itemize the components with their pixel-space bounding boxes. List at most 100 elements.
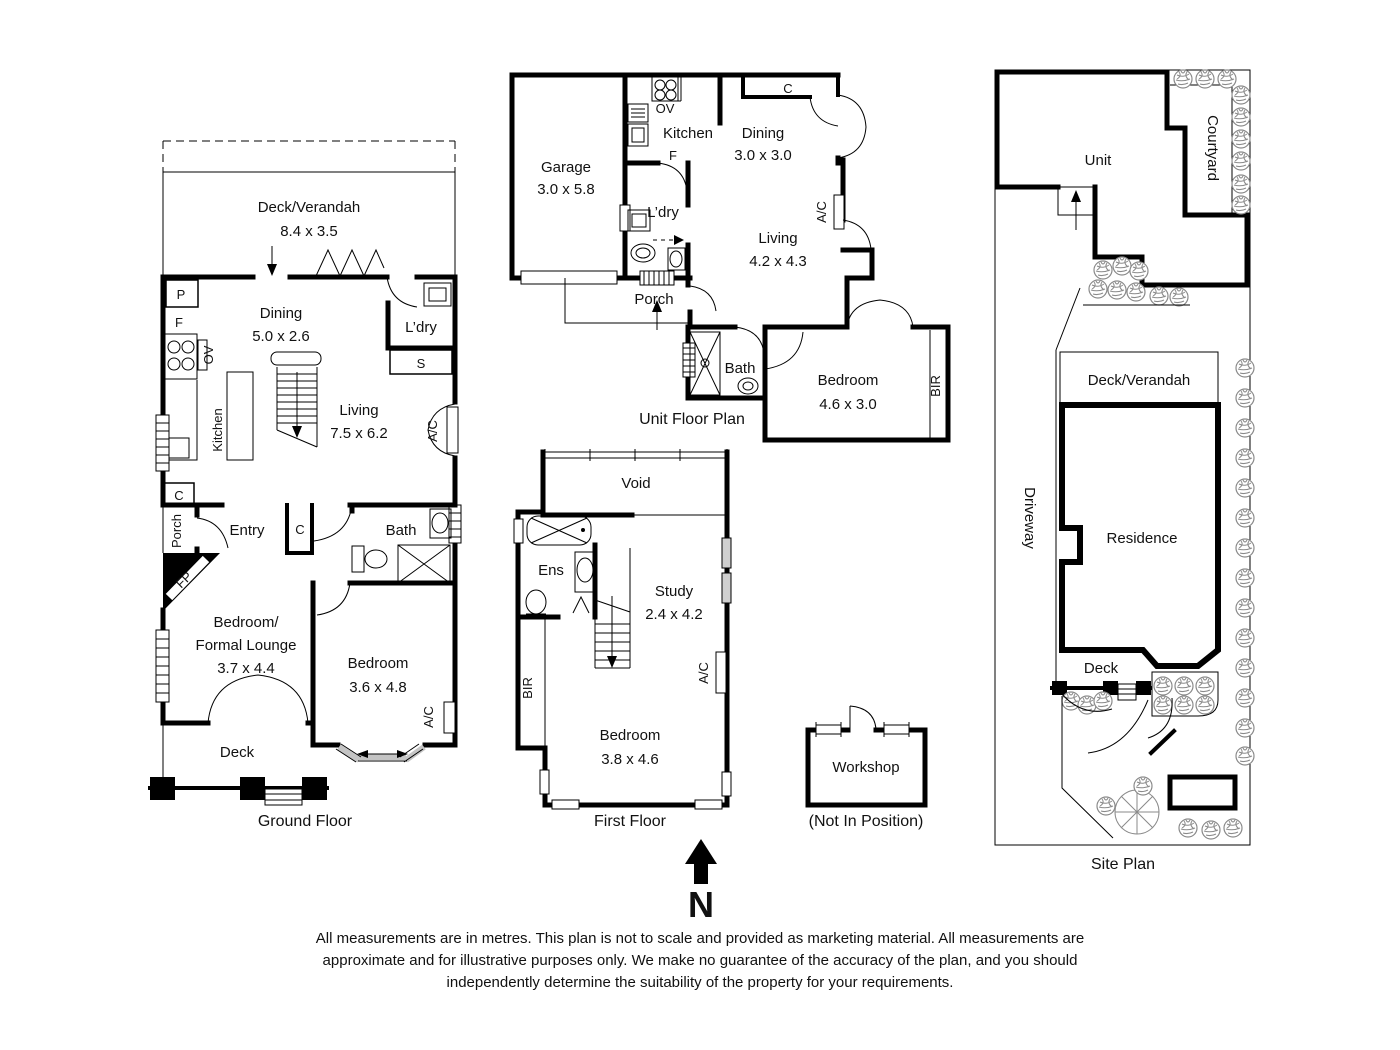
unit-porch-outline <box>564 278 688 324</box>
deck-verandah-dims: 8.4 x 3.5 <box>280 223 338 240</box>
tree-icon <box>1235 508 1255 528</box>
unit-bath-label: Bath <box>725 360 756 377</box>
oven-label: OV <box>201 345 216 364</box>
tree-icon <box>1153 695 1173 715</box>
dining-dims: 5.0 x 2.6 <box>252 328 310 345</box>
gate-line <box>1148 728 1177 756</box>
entry-label: Entry <box>229 522 265 539</box>
ens-label: Ens <box>538 562 564 579</box>
bath-label: Bath <box>386 522 417 539</box>
deck-post <box>1136 681 1151 695</box>
stairs-icon <box>270 351 322 448</box>
lounge-double-door-arcs <box>207 674 309 724</box>
courtyard-edge <box>1170 84 1233 215</box>
void-window-row <box>544 449 728 461</box>
driveway-label: Driveway <box>1021 487 1038 549</box>
tree-icon <box>1153 676 1173 696</box>
ff-ac-label: A/C <box>696 662 711 684</box>
bedroom-double-door-arcs <box>846 299 914 328</box>
unit-dining-label: Dining <box>742 125 785 142</box>
ldry-trough-icon <box>423 282 452 307</box>
site-plan: Unit Courtyard Deck/Verandah Residence D… <box>994 69 1255 873</box>
lounge-label-1: Bedroom/ <box>213 614 279 631</box>
tree-icon <box>1133 776 1153 796</box>
tree-icon <box>1093 260 1113 280</box>
tree-icon <box>1231 129 1251 149</box>
deck-post <box>240 777 265 800</box>
deck-post <box>302 777 327 800</box>
ff-stairs-icon <box>594 548 631 669</box>
bedroom-door-arc <box>316 582 351 616</box>
deck-verandah-label: Deck/Verandah <box>258 199 361 216</box>
front-door-arc <box>162 505 229 553</box>
entry-arrow-icon <box>267 264 277 276</box>
tree-icon <box>1231 85 1251 105</box>
unit-kitchen-label: Kitchen <box>663 125 713 142</box>
unit-bedroom-dims: 4.6 x 3.0 <box>819 396 877 413</box>
deck-post <box>1103 681 1118 695</box>
unit-cupboard-label: C <box>783 81 792 96</box>
disclaimer-text: All measurements are in metres. This pla… <box>0 928 1400 994</box>
shelf-box <box>389 349 453 375</box>
unit-entry-arrow-icon <box>1071 190 1081 202</box>
site-workshop-outline <box>1167 774 1238 811</box>
tree-icon <box>1235 628 1255 648</box>
disclaimer-line-1: All measurements are in metres. This pla… <box>315 930 1085 947</box>
unit-kitchen-bench <box>625 75 682 147</box>
ff-window-icon <box>551 799 580 810</box>
ens-door-mark <box>572 595 590 614</box>
cupboard2-label: C <box>295 522 304 537</box>
unit-outline <box>994 69 1250 288</box>
ground-floor-title: Ground Floor <box>258 813 353 830</box>
kitchen-sink-icon <box>168 437 190 459</box>
unit-living-label: Living <box>758 230 797 247</box>
garage-dims: 3.0 x 5.8 <box>537 181 595 198</box>
first-floor-title: First Floor <box>594 813 667 830</box>
unit-living-dims: 4.2 x 4.3 <box>749 253 807 270</box>
tree-icon <box>1096 796 1116 816</box>
flow-arrow-icon <box>674 235 684 245</box>
tree-icon <box>1235 688 1255 708</box>
residence-outline <box>1059 402 1221 669</box>
ac-living-label: A/C <box>425 420 440 442</box>
tree-icon <box>1195 676 1215 696</box>
ff-window-icon <box>694 799 723 810</box>
disclaimer-line-2: approximate and for illustrative purpose… <box>322 952 1078 969</box>
tree-icon <box>1169 287 1189 307</box>
north-label: N <box>688 884 714 925</box>
tree-icon <box>1235 598 1255 618</box>
disclaimer-line-3: independently determine the suitability … <box>446 974 954 991</box>
tree-icon <box>1107 280 1127 300</box>
tree-icon <box>1235 388 1255 408</box>
deck-post <box>150 777 175 800</box>
living-dims: 7.5 x 6.2 <box>330 425 388 442</box>
ens-basin-icon <box>574 551 596 593</box>
ground-floor-plan: Deck/Verandah 8.4 x 3.5 P F OV Kitchen <box>148 140 462 830</box>
tree-icon <box>1235 568 1255 588</box>
tree-icon <box>1235 658 1255 678</box>
tree-icon <box>1174 676 1194 696</box>
bedroom-dims: 3.6 x 4.8 <box>349 679 407 696</box>
study-label: Study <box>655 583 694 600</box>
tree-icon <box>1195 69 1215 89</box>
tree-icon <box>1235 478 1255 498</box>
study-window-icon <box>721 537 732 569</box>
stove-icon <box>163 333 198 380</box>
tree-icon <box>1231 107 1251 127</box>
ens-toilet-icon <box>525 589 547 615</box>
site-plan-title: Site Plan <box>1091 856 1155 873</box>
tree-icon <box>1195 695 1215 715</box>
washer-icon <box>627 209 651 232</box>
first-floor-plan: Void Ens BIR Study 2.4 x 4.2 <box>513 449 732 830</box>
workshop-plan: Workshop (Not In Position) <box>805 705 928 830</box>
bedroom-label: Bedroom <box>348 655 409 672</box>
fireplace-icon: FP <box>163 553 220 611</box>
tree-icon <box>1235 418 1255 438</box>
study-dims: 2.4 x 4.2 <box>645 606 703 623</box>
unit-oven-icon <box>627 103 649 147</box>
large-tree-icon <box>1114 789 1160 835</box>
tree-icon <box>1235 538 1255 558</box>
tree-icon <box>1112 256 1132 276</box>
ldry-door-arc <box>657 162 688 192</box>
